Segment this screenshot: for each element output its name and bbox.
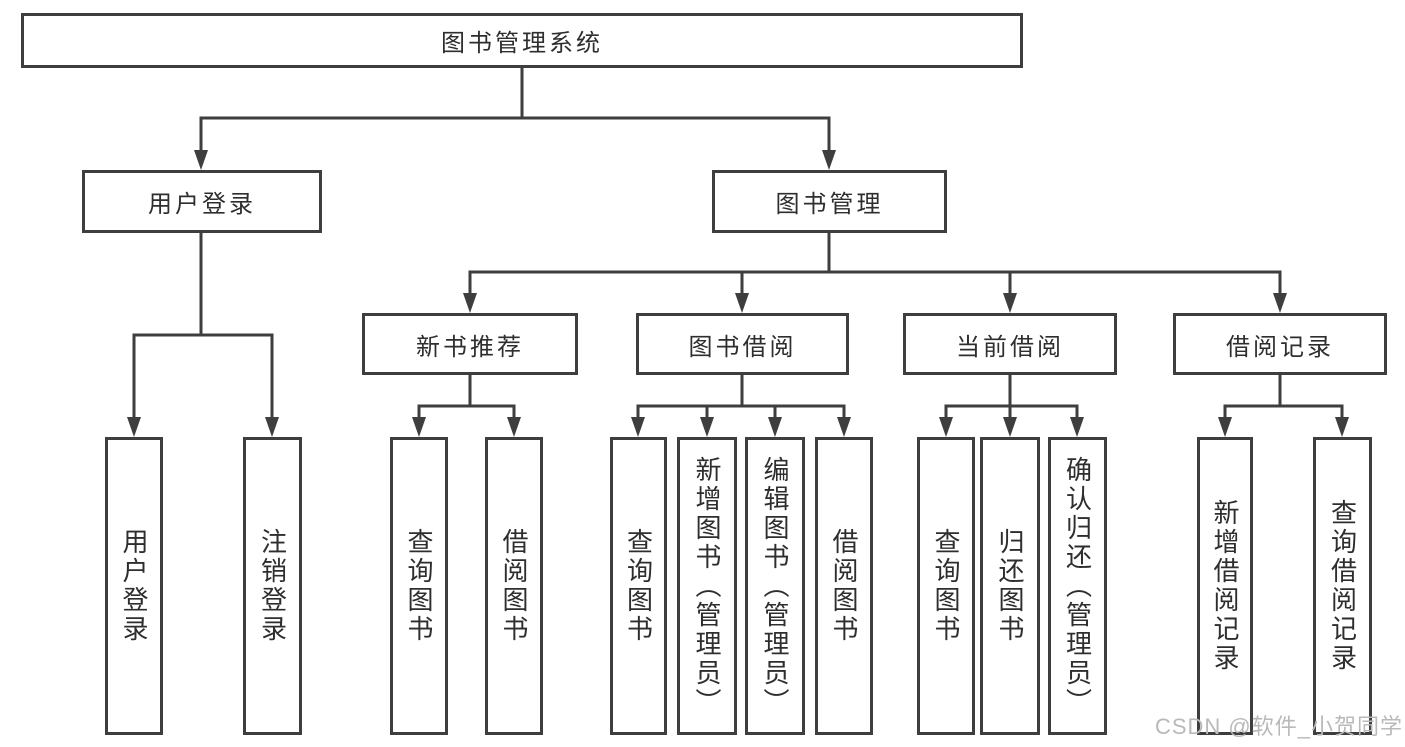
leaf-logout-login: 注销登录 [243,437,302,735]
node-new-book-recommendation-label: 新书推荐 [416,333,524,361]
node-user-login-label: 用户登录 [148,191,256,218]
leaf-bb-edit-books-admin-label: 编辑图书（管理员） [760,455,790,717]
leaf-user-login: 用户登录 [105,437,163,735]
node-current-borrowing: 当前借阅 [903,313,1117,375]
leaf-nbr-query-books-label: 查询图书 [404,528,434,644]
leaf-cb-return-books-label: 归还图书 [995,528,1025,644]
node-root-label: 图书管理系统 [441,30,603,57]
node-borrowing-records: 借阅记录 [1173,313,1387,375]
leaf-bb-add-books-admin-label: 新增图书（管理员） [692,455,722,717]
leaf-bb-query-books: 查询图书 [610,437,667,735]
leaf-br-add-borrow-record: 新增借阅记录 [1197,437,1253,735]
node-new-book-recommendation: 新书推荐 [362,313,578,375]
leaf-logout-login-label: 注销登录 [257,528,288,644]
leaf-br-add-borrow-record-label: 新增借阅记录 [1210,499,1240,673]
leaf-cb-confirm-return-admin: 确认归还（管理员） [1048,437,1107,735]
leaf-cb-return-books: 归还图书 [980,437,1040,735]
node-current-borrowing-label: 当前借阅 [956,333,1064,361]
node-root: 图书管理系统 [21,13,1023,68]
leaf-nbr-borrow-books: 借阅图书 [485,437,543,735]
leaf-nbr-query-books: 查询图书 [390,437,448,735]
csdn-watermark: CSDN @软件_小贺同学 [1154,714,1403,739]
leaf-bb-edit-books-admin: 编辑图书（管理员） [745,437,805,735]
node-book-borrowing: 图书借阅 [636,313,849,375]
leaf-cb-query-books: 查询图书 [917,437,975,735]
leaf-bb-borrow-books-label: 借阅图书 [829,528,859,644]
leaf-bb-borrow-books: 借阅图书 [815,437,873,735]
leaf-cb-query-books-label: 查询图书 [931,528,961,644]
node-borrowing-records-label: 借阅记录 [1226,333,1334,361]
node-book-management-label: 图书管理 [775,191,884,218]
node-book-borrowing-label: 图书借阅 [688,333,797,361]
node-book-management: 图书管理 [712,170,947,233]
leaf-br-query-borrow-record-label: 查询借阅记录 [1327,499,1358,673]
leaf-nbr-borrow-books-label: 借阅图书 [499,528,529,644]
leaf-bb-query-books-label: 查询图书 [623,528,654,644]
leaf-bb-add-books-admin: 新增图书（管理员） [677,437,737,735]
leaf-br-query-borrow-record: 查询借阅记录 [1313,437,1372,735]
node-user-login: 用户登录 [82,170,322,233]
leaf-cb-confirm-return-admin-label: 确认归还（管理员） [1062,455,1093,717]
leaf-user-login-label: 用户登录 [119,528,149,644]
